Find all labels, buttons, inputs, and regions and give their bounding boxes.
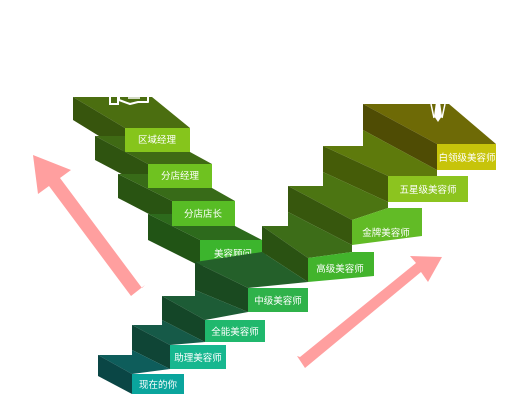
step-intermediate-beautician: 中级美容师 [195, 252, 308, 312]
step-label: 分店经理 [161, 170, 200, 182]
handshake-icon [109, 87, 149, 105]
step-regional-manager: 区域经理 [73, 97, 190, 152]
step-all-round-beautician: 全能美容师 [162, 290, 265, 342]
step-label: 五星级美容师 [399, 184, 456, 196]
step-label: 白领级美容师 [438, 152, 495, 164]
step-label: 金牌美容师 [362, 227, 410, 239]
tie-icon [425, 92, 451, 122]
right-growth-arrow [297, 256, 442, 368]
step-label: 分店店长 [184, 208, 223, 220]
step-label: 全能美容师 [211, 326, 259, 338]
step-senior-beautician: 高级美容师 [262, 212, 374, 282]
lower-staircase: 中级美容师 全能美容师 助理美容师 现在的你 [98, 252, 308, 394]
step-five-star-beautician: 五星级美容师 [323, 130, 468, 202]
step-label: 中级美容师 [254, 295, 302, 307]
step-label: 现在的你 [139, 379, 178, 391]
left-staircase: 区域经理 分店经理 分店店长 美容顾问 [73, 97, 266, 266]
step-gold-beautician: 金牌美容师 [288, 172, 422, 245]
step-branch-head: 分店店长 [118, 174, 235, 226]
step-current-you: 现在的你 [98, 350, 184, 394]
step-label: 助理美容师 [174, 352, 222, 364]
step-label: 高级美容师 [316, 263, 364, 275]
step-branch-manager: 分店经理 [95, 136, 212, 188]
step-label: 区域经理 [138, 134, 177, 146]
right-staircase: 白领级美容师 五星级美容师 金牌美容师 高级美容师 [262, 104, 496, 282]
step-assistant-beautician: 助理美容师 [132, 320, 226, 369]
left-growth-arrow [33, 155, 145, 296]
step-white-collar-beautician: 白领级美容师 [363, 104, 496, 170]
